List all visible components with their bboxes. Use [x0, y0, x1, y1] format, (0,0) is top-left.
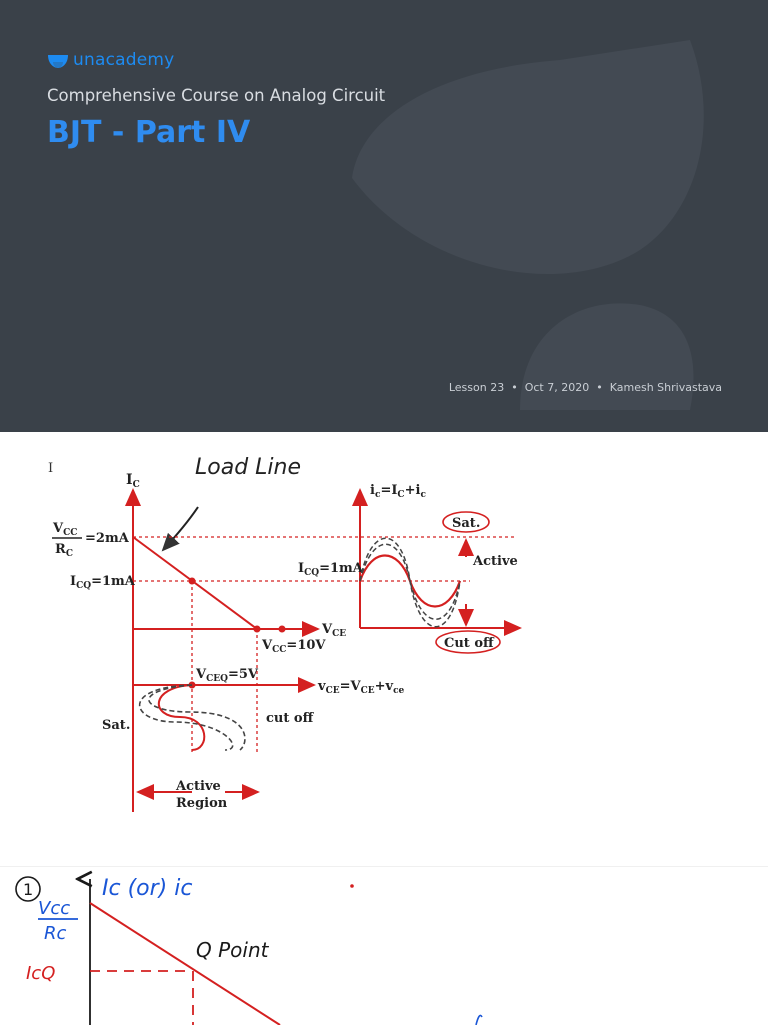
- ink-stroke: [475, 1014, 483, 1026]
- meta-separator: •: [596, 381, 603, 394]
- load-line-label: Load Line: [195, 455, 301, 480]
- cut-off-left-label: cut off: [266, 711, 315, 726]
- meta-separator: •: [511, 381, 518, 394]
- vce-total-label: vCE=VCE+vce: [317, 679, 405, 696]
- active-region-label-1: Active: [175, 779, 221, 794]
- ic-waveform-dashed-2: [359, 543, 461, 620]
- cover-slide: unacademy Comprehensive Course on Analog…: [0, 0, 768, 432]
- course-title: Comprehensive Course on Analog Circuit: [47, 86, 386, 105]
- notes-load-line: [89, 902, 281, 1026]
- unacademy-logo-icon: [48, 55, 68, 68]
- handwritten-notes: 1 Ic (or) ic Vcc Rc IcQ Q Point: [15, 867, 483, 1026]
- ic-waveform-dashed-1: [359, 537, 461, 628]
- lesson-date: Oct 7, 2020: [524, 381, 590, 394]
- cursor-mark: I: [48, 461, 53, 476]
- notes-slide: 1 Ic (or) ic Vcc Rc IcQ Q Point: [0, 866, 768, 1026]
- icq-label: ICQ=1mA: [70, 574, 136, 591]
- load-line: [132, 536, 258, 630]
- notes-icq: IcQ: [26, 963, 55, 984]
- notes-axis-label: Ic (or) ic: [102, 876, 192, 901]
- cut-off-badge: [435, 630, 501, 654]
- sat-badge: [442, 511, 490, 533]
- ic-total-label: ic=IC+ic: [370, 483, 426, 500]
- vce-axis-label: VCE: [321, 622, 346, 639]
- lesson-title: BJT - Part IV: [47, 115, 251, 150]
- active-region-label-2: Region: [176, 796, 228, 811]
- notes-vcc: Vcc: [38, 898, 70, 919]
- lesson-number: Lesson 23: [448, 381, 505, 394]
- decorative-shapes: [352, 40, 704, 410]
- lesson-author: Kamesh Shrivastava: [609, 381, 722, 394]
- sat-left-label: Sat.: [102, 718, 130, 733]
- vcc-numerator: VCC: [52, 521, 77, 538]
- vce-axis-dot: [278, 625, 286, 633]
- item-number-circle: [15, 876, 41, 902]
- rc-denominator: RC: [55, 542, 73, 559]
- vcc-value-label: VCC=10V: [261, 638, 326, 655]
- load-line-pointer: [161, 506, 199, 552]
- load-line-diagram: I Load Line IC VCC RC =2mA ICQ=1mA VCE V…: [48, 455, 522, 812]
- icq-right-label: ICQ=1mA: [298, 561, 364, 578]
- load-line-slide: I Load Line IC VCC RC =2mA ICQ=1mA VCE V…: [0, 432, 768, 866]
- vce-waveform-solid: [157, 684, 206, 751]
- two-ma-label: =2mA: [85, 531, 130, 546]
- sat-right-label: Sat.: [452, 516, 480, 531]
- cut-off-right-label: Cut off: [444, 636, 495, 651]
- ic-axis-label: IC: [126, 472, 140, 490]
- notes-q-point-label: Q Point: [196, 938, 270, 962]
- ink-dot: [350, 884, 354, 888]
- notes-rc: Rc: [44, 923, 67, 944]
- lesson-meta: Lesson 23 • Oct 7, 2020 • Kamesh Shrivas…: [449, 381, 722, 394]
- vceq-label: VCEQ=5V: [195, 667, 259, 684]
- active-right-label: Active: [472, 554, 518, 569]
- item-number: 1: [23, 880, 33, 899]
- vce-waveform-dashed-1: [138, 684, 234, 751]
- brand-logo: unacademy: [47, 50, 174, 70]
- vce-waveform-dashed-2: [148, 684, 246, 751]
- brand-name: unacademy: [73, 50, 175, 70]
